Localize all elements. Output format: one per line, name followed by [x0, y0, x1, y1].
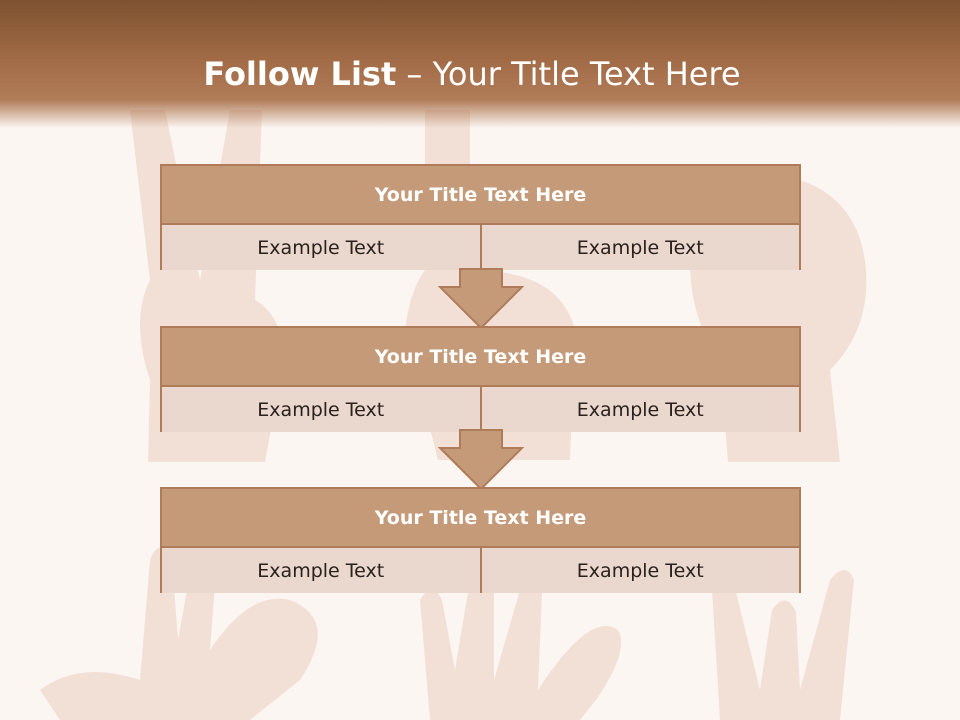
header-band: [0, 0, 960, 128]
list-block-3: Your Title Text Here Example Text Exampl…: [160, 487, 801, 593]
block-cell-left: Example Text: [162, 387, 480, 432]
block-cell-right: Example Text: [479, 548, 799, 593]
block-row: Example Text Example Text: [162, 548, 799, 593]
block-title: Your Title Text Here: [162, 489, 799, 548]
block-title: Your Title Text Here: [162, 328, 799, 387]
block-cell-left: Example Text: [162, 225, 480, 270]
list-block-2: Your Title Text Here Example Text Exampl…: [160, 326, 801, 432]
down-arrow-icon: [438, 429, 524, 491]
block-cell-left: Example Text: [162, 548, 480, 593]
list-block-1: Your Title Text Here Example Text Exampl…: [160, 164, 801, 270]
slide-title-rest: – Your Title Text Here: [396, 55, 741, 93]
slide-title-bold: Follow List: [203, 55, 397, 93]
block-row: Example Text Example Text: [162, 225, 799, 270]
down-arrow-icon: [438, 268, 524, 330]
slide-title: Follow List – Your Title Text Here: [0, 52, 944, 96]
block-title: Your Title Text Here: [162, 166, 799, 225]
block-cell-right: Example Text: [479, 387, 799, 432]
block-cell-right: Example Text: [479, 225, 799, 270]
block-row: Example Text Example Text: [162, 387, 799, 432]
